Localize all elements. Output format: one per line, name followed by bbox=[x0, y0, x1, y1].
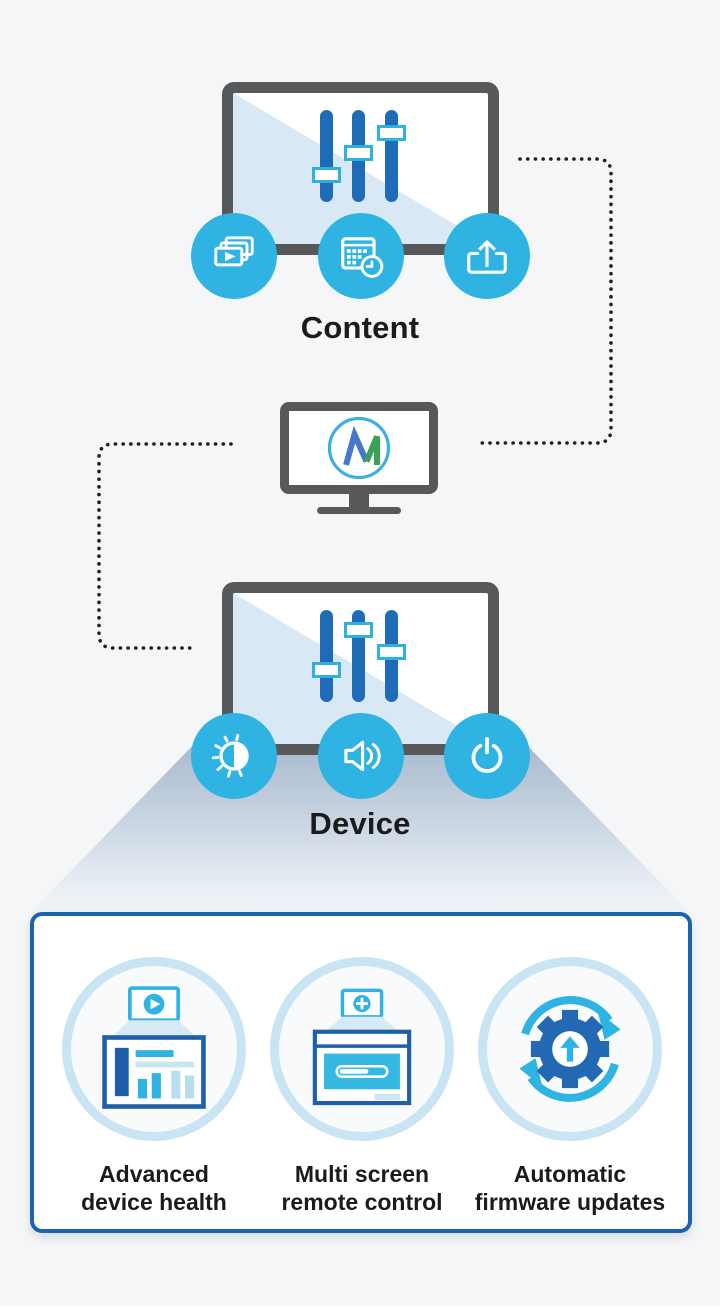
device-slider-2 bbox=[344, 610, 373, 702]
feature-circle-remote-control bbox=[270, 957, 454, 1141]
content-slider-2 bbox=[344, 110, 373, 202]
slider-handle bbox=[344, 145, 373, 161]
magicinfo-logo bbox=[327, 416, 391, 480]
feature-label-device-health: Advanced device health bbox=[24, 1160, 284, 1216]
device-badge-volume bbox=[318, 713, 404, 799]
content-badge-schedule bbox=[318, 213, 404, 299]
content-badge-publish bbox=[444, 213, 530, 299]
device-slider-3 bbox=[377, 610, 406, 702]
brightness-icon bbox=[211, 733, 249, 778]
connector-server-to-device bbox=[97, 442, 233, 650]
publish-icon bbox=[467, 240, 507, 274]
content-label: Content bbox=[300, 310, 420, 345]
device-badge-brightness bbox=[191, 713, 277, 799]
feature-circle-device-health bbox=[62, 957, 246, 1141]
feature-label-line: Multi screen bbox=[294, 1161, 430, 1187]
playlist-icon bbox=[214, 236, 254, 267]
server-monitor-neck bbox=[349, 492, 369, 510]
device-label: Device bbox=[309, 806, 411, 841]
feature-label-remote-control: Multi screen remote control bbox=[232, 1160, 492, 1216]
slider-handle bbox=[377, 644, 406, 660]
slider-handle bbox=[312, 167, 341, 183]
slider-handle bbox=[344, 622, 373, 638]
server-monitor-stand bbox=[317, 507, 401, 514]
content-badge-playlist bbox=[191, 213, 277, 299]
device-badge-power bbox=[444, 713, 530, 799]
schedule-icon bbox=[341, 237, 384, 278]
feature-label-line: Automatic bbox=[513, 1161, 627, 1187]
content-slider-1 bbox=[312, 110, 341, 202]
slider-handle bbox=[377, 125, 406, 141]
feature-label-line: device health bbox=[81, 1189, 227, 1216]
device-slider-1 bbox=[312, 610, 341, 702]
feature-circle-firmware-updates bbox=[478, 957, 662, 1141]
slider-handle bbox=[312, 662, 341, 678]
device-health-dashboard-icon bbox=[102, 986, 206, 1109]
connector-content-to-server bbox=[480, 157, 613, 445]
server-monitor-screen bbox=[289, 411, 429, 485]
feature-label-line: firmware updates bbox=[474, 1189, 666, 1216]
content-slider-3 bbox=[377, 110, 406, 202]
multi-screen-remote-icon bbox=[312, 988, 412, 1106]
feature-label-line: remote control bbox=[281, 1189, 443, 1216]
feature-label-firmware-updates: Automatic firmware updates bbox=[440, 1160, 700, 1216]
power-icon bbox=[471, 736, 503, 773]
server-monitor bbox=[280, 402, 438, 494]
feature-label-line: Advanced bbox=[99, 1161, 209, 1187]
firmware-update-icon bbox=[519, 996, 621, 1102]
volume-icon bbox=[344, 740, 381, 772]
